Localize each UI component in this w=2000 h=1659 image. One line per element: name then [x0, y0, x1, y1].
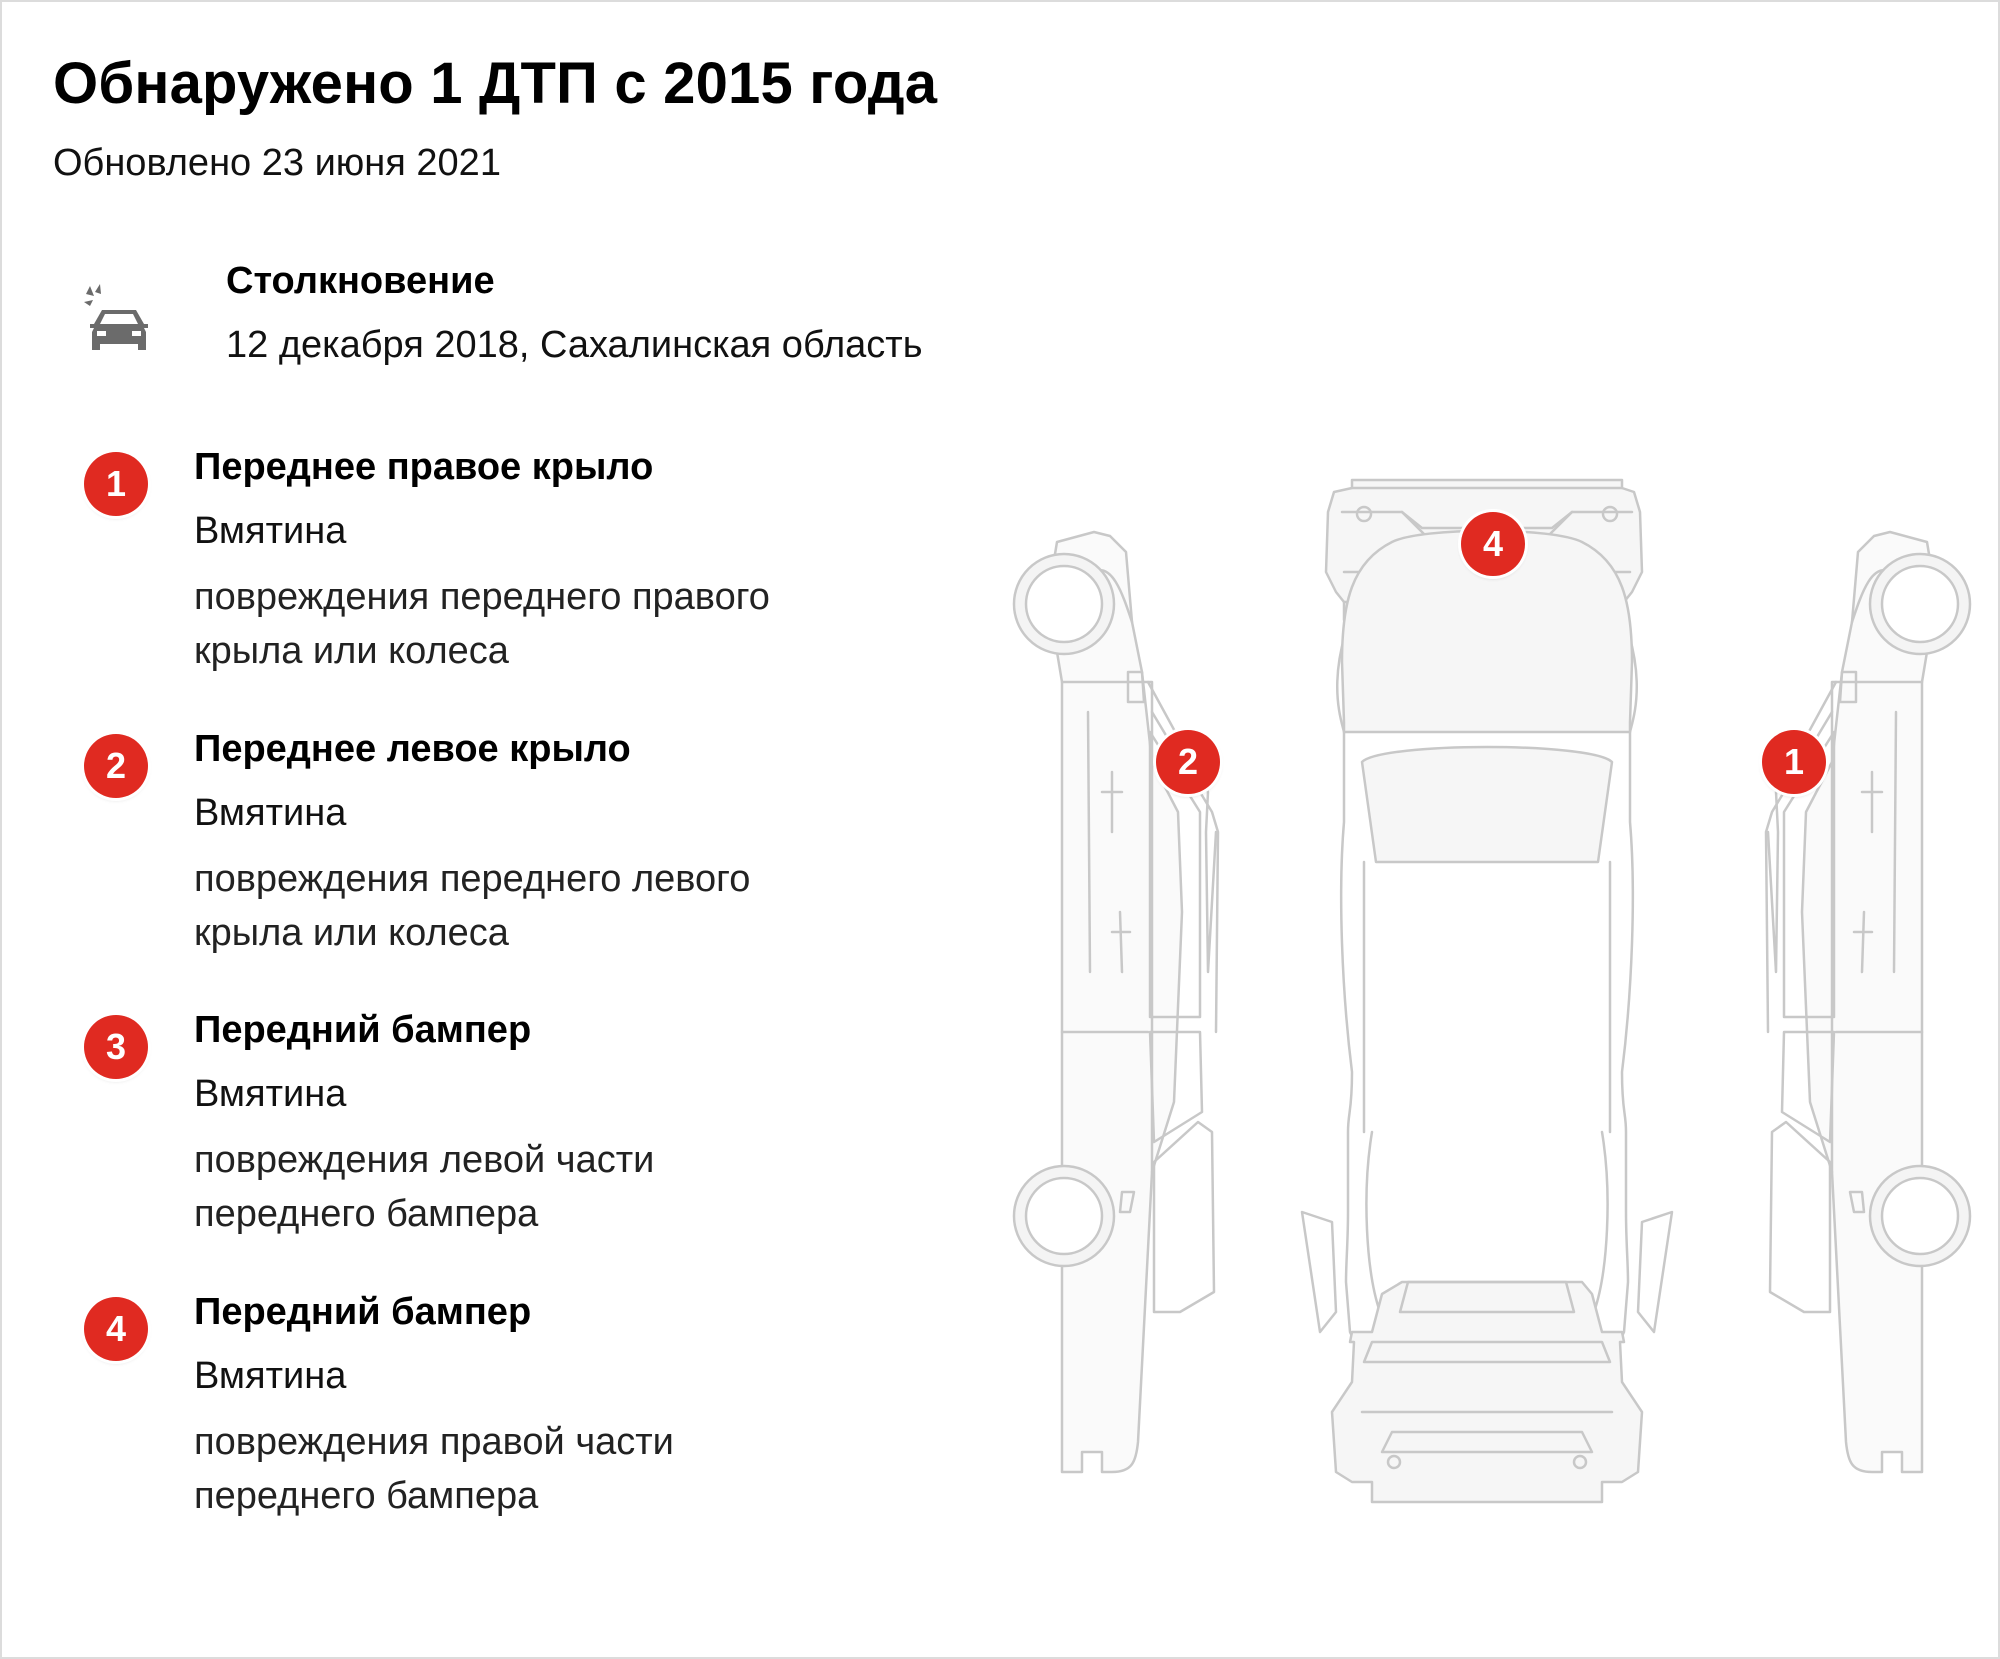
diagram-marker-4: 4: [1461, 512, 1525, 576]
damage-location: Передний бампер: [194, 1291, 532, 1333]
car-outline-icon: [1012, 478, 1972, 1504]
damage-number-badge: 4: [84, 1297, 148, 1361]
damage-location: Передний бампер: [194, 1009, 532, 1051]
damage-type: Вмятина: [194, 1073, 347, 1115]
car-damage-diagram: 4 2 1: [1002, 472, 1982, 1632]
damage-location: Переднее левое крыло: [194, 728, 631, 770]
damage-description: повреждения переднего правого крыла или …: [194, 576, 770, 672]
damage-description: повреждения переднего левого крыла или к…: [194, 858, 751, 954]
damage-number-badge: 1: [84, 452, 148, 516]
damage-number-badge: 3: [84, 1015, 148, 1079]
diagram-marker-2: 2: [1156, 730, 1220, 794]
car-top-view: [1300, 529, 1674, 1378]
damage-number-badge: 2: [84, 734, 148, 798]
car-rear-view: [1330, 1280, 1644, 1504]
damage-type: Вмятина: [194, 1355, 347, 1397]
damage-description: повреждения левой части переднего бампер…: [194, 1139, 655, 1235]
damage-type: Вмятина: [194, 510, 347, 552]
incident-type: Столкновение: [226, 260, 495, 302]
car-right-side-view: [1764, 530, 1972, 1474]
page-title: Обнаружено 1 ДТП с 2015 года: [53, 51, 938, 116]
updated-date: Обновлено 23 июня 2021: [53, 142, 501, 184]
damage-type: Вмятина: [194, 792, 347, 834]
damage-description: повреждения правой части переднего бампе…: [194, 1421, 674, 1517]
incident-date-region: 12 декабря 2018, Сахалинская область: [226, 324, 923, 366]
car-crash-icon: [84, 284, 154, 354]
damage-location: Переднее правое крыло: [194, 446, 654, 488]
car-left-side-view: [1012, 530, 1220, 1474]
diagram-marker-1: 1: [1762, 730, 1826, 794]
